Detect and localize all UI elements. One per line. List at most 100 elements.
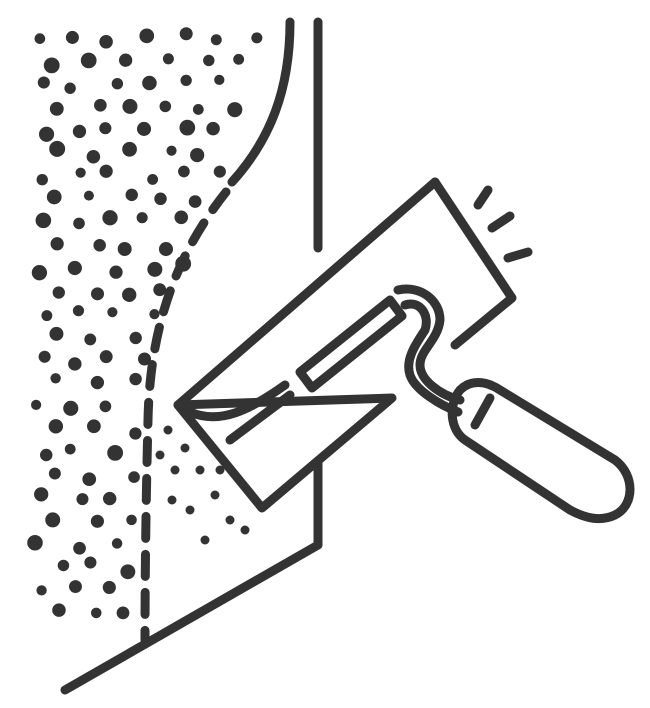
plaster-dot [52,286,65,299]
plaster-dot [50,373,61,384]
trowel-neck [393,284,465,405]
plaster-dot [38,350,51,363]
plaster-dot [109,265,123,279]
plaster-dot [174,210,189,225]
plaster-dot [52,603,66,617]
plaster-dot [153,283,167,297]
plaster-dot [49,326,64,341]
plaster-dot [34,33,46,44]
plaster-dot [149,309,160,320]
plaster-dot [154,192,167,206]
plaster-spray-dot [180,443,190,453]
plaster-dot [64,82,76,94]
trowel-blade-edge [185,380,290,422]
plaster-dot [46,189,62,205]
plaster-dot [36,174,48,186]
plaster-dot [118,53,133,67]
plaster-texture-dots [27,27,263,620]
plaster-dot [99,122,112,135]
plaster-dot [233,53,245,65]
plaster-dot [128,471,140,483]
plaster-dot [129,331,142,345]
trowel-handle [447,378,635,524]
plaster-dot [65,30,79,44]
plaster-dot [41,310,53,322]
plaster-dot [80,52,97,69]
plaster-dot [122,98,138,114]
plaster-dot [210,34,222,46]
plaster-dot [120,564,136,580]
plaster-dot [93,239,106,252]
plaster-dot [142,75,157,91]
plaster-dot [50,237,64,251]
plaster-dot [68,357,82,371]
plaster-dot [84,556,97,569]
plaster-dot [227,102,243,118]
plaster-dot [111,77,124,90]
plaster-spray-dot [240,525,250,535]
plaster-dot [67,260,82,276]
plaster-dot [99,400,112,413]
plaster-dot [125,188,138,202]
plaster-dot [90,607,102,619]
plaster-dot [122,287,137,302]
plaster-dot [188,195,202,208]
plaster-edge-curve [227,17,295,187]
plaster-spray-dot [170,465,180,475]
plaster-dot [107,307,118,318]
plaster-dot [111,538,123,549]
plaster-dot [99,35,113,49]
plaster-dot [203,54,215,67]
plaster-dot [147,173,159,185]
plaster-dot [136,121,152,136]
plaster-dot [86,149,101,164]
plaster-dot [72,124,87,139]
plaster-dot [129,372,142,386]
plaster-dot [35,212,52,229]
plaster-dot [63,400,79,416]
plaster-dot [129,427,142,440]
plaster-dot [137,352,152,366]
wall-floor-line [60,457,323,695]
plaster-dot [158,242,174,257]
plaster-dot [122,141,137,157]
plaster-dot [102,210,118,226]
plaster-dot [213,165,226,178]
trowel-slot [295,295,407,393]
plaster-dot [214,74,225,86]
plaster-spray-dot [225,515,235,525]
trowel-blade-groove [225,390,295,445]
plaster-dot [31,265,48,281]
plaster-dot [178,165,190,178]
plaster-dot [179,27,193,41]
plaster-dot [126,514,137,526]
plaster-dot [76,493,89,506]
plaster-dot [206,121,220,136]
plaster-dot [40,448,53,462]
plaster-edge-dashed [140,187,231,645]
plaster-dot [87,419,101,434]
plaster-spray-dot [215,465,225,475]
plaster-dot [69,580,82,594]
plaster-dot [192,104,204,115]
plaster-dot [72,305,85,317]
plaster-dot [75,167,86,178]
plaster-dot [94,98,107,112]
plaster-dot [136,212,148,224]
plaster-dot [180,74,192,87]
plaster-dot [102,580,116,594]
plaster-dot [251,32,263,44]
plaster-dot [49,101,64,116]
sparkle-icon [473,185,533,263]
plaster-dot [117,242,132,256]
plaster-dot [57,559,70,572]
plaster-dot [27,535,43,551]
plaster-dot [48,467,61,480]
plaster-dot [99,350,113,364]
plaster-dot [34,487,49,502]
plaster-dot [90,375,105,390]
plaster-spray-dot [185,505,195,515]
plaster-dot [91,287,105,301]
plaster-spray-dot [195,465,205,475]
